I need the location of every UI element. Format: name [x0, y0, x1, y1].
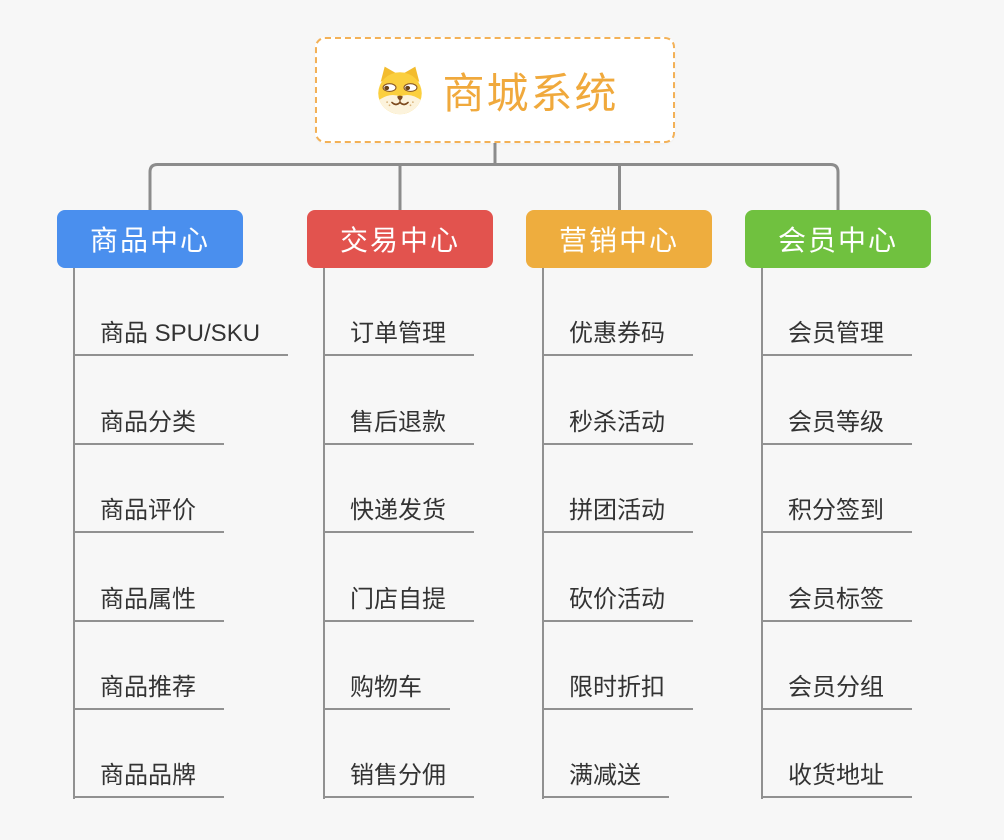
- branch-trunk-line: [542, 268, 544, 799]
- leaf-node[interactable]: 商品推荐: [73, 622, 319, 710]
- leaf-label: 限时折扣: [542, 667, 693, 710]
- leaf-label: 门店自提: [323, 579, 474, 622]
- leaf-label: 满减送: [542, 755, 669, 799]
- branch-header-label: 商品中心: [89, 225, 210, 256]
- dog-face-icon: [378, 66, 423, 115]
- branch-header-label: 会员中心: [777, 225, 898, 256]
- branch-marketing-center: 营销中心 优惠券码 秒杀活动 拼团活动 砍价活动 限时折扣 满减送: [526, 210, 788, 799]
- leaf-label: 销售分佣: [323, 755, 474, 799]
- branch-items: 优惠券码 秒杀活动 拼团活动 砍价活动 限时折扣 满减送: [526, 268, 788, 799]
- branch-items: 商品 SPU/SKU 商品分类 商品评价 商品属性 商品推荐 商品品牌: [57, 268, 319, 799]
- leaf-node[interactable]: 售后退款: [323, 356, 569, 445]
- leaf-node[interactable]: 秒杀活动: [542, 356, 788, 445]
- leaf-label: 会员标签: [761, 579, 912, 622]
- leaf-node[interactable]: 优惠券码: [542, 268, 788, 357]
- branch-trade-center: 交易中心 订单管理 售后退款 快递发货 门店自提 购物车 销售分佣: [307, 210, 569, 799]
- root-node[interactable]: 商城系统: [315, 37, 675, 143]
- leaf-node[interactable]: 会员等级: [761, 356, 1004, 445]
- branch-items: 订单管理 售后退款 快递发货 门店自提 购物车 销售分佣: [307, 268, 569, 799]
- leaf-label: 商品分类: [73, 402, 224, 445]
- leaf-node[interactable]: 购物车: [323, 622, 569, 710]
- leaf-node[interactable]: 砍价活动: [542, 533, 788, 622]
- leaf-label: 拼团活动: [542, 490, 693, 534]
- leaf-label: 会员分组: [761, 667, 912, 710]
- branch-header-trade-center[interactable]: 交易中心: [307, 210, 493, 268]
- leaf-label: 砍价活动: [542, 579, 693, 622]
- leaf-label: 会员管理: [761, 313, 912, 357]
- leaf-node[interactable]: 商品品牌: [73, 710, 319, 799]
- branch-header-label: 营销中心: [558, 225, 679, 256]
- leaf-node[interactable]: 满减送: [542, 710, 788, 799]
- leaf-label: 售后退款: [323, 402, 474, 445]
- branch-header-member-center[interactable]: 会员中心: [745, 210, 931, 268]
- leaf-node[interactable]: 限时折扣: [542, 622, 788, 710]
- leaf-label: 商品品牌: [73, 755, 224, 799]
- branch-header-label: 交易中心: [339, 225, 460, 256]
- leaf-label: 秒杀活动: [542, 402, 693, 445]
- leaf-label: 订单管理: [323, 313, 474, 357]
- leaf-node[interactable]: 销售分佣: [323, 710, 569, 799]
- leaf-node[interactable]: 积分签到: [761, 445, 1004, 534]
- branch-header-marketing-center[interactable]: 营销中心: [526, 210, 712, 268]
- branch-product-center: 商品中心 商品 SPU/SKU 商品分类 商品评价 商品属性 商品推荐 商品品牌: [57, 210, 319, 799]
- root-title: 商城系统: [442, 69, 619, 117]
- leaf-node[interactable]: 商品分类: [73, 356, 319, 445]
- leaf-node[interactable]: 会员管理: [761, 268, 1004, 357]
- leaf-label: 收货地址: [761, 755, 912, 799]
- leaf-node[interactable]: 会员分组: [761, 622, 1004, 710]
- leaf-label: 商品评价: [73, 490, 224, 534]
- leaf-label: 购物车: [323, 667, 450, 710]
- leaf-node[interactable]: 订单管理: [323, 268, 569, 357]
- leaf-label: 会员等级: [761, 402, 912, 445]
- leaf-node[interactable]: 商品 SPU/SKU: [73, 268, 319, 357]
- leaf-label: 商品属性: [73, 579, 224, 622]
- branch-header-product-center[interactable]: 商品中心: [57, 210, 243, 268]
- leaf-node[interactable]: 会员标签: [761, 533, 1004, 622]
- leaf-node[interactable]: 门店自提: [323, 533, 569, 622]
- branch-trunk-line: [761, 268, 763, 799]
- branch-items: 会员管理 会员等级 积分签到 会员标签 会员分组 收货地址: [745, 268, 1004, 799]
- bus-line: [148, 163, 840, 210]
- leaf-label: 优惠券码: [542, 313, 693, 357]
- leaf-label: 积分签到: [761, 490, 912, 534]
- branch-trunk-line: [73, 268, 75, 799]
- leaf-label: 商品推荐: [73, 667, 224, 710]
- leaf-node[interactable]: 拼团活动: [542, 445, 788, 534]
- leaf-node[interactable]: 商品属性: [73, 533, 319, 622]
- branch-member-center: 会员中心 会员管理 会员等级 积分签到 会员标签 会员分组 收货地址: [745, 210, 1004, 799]
- branch-trunk-line: [323, 268, 325, 799]
- leaf-node[interactable]: 商品评价: [73, 445, 319, 534]
- leaf-label: 商品 SPU/SKU: [73, 313, 289, 357]
- leaf-node[interactable]: 快递发货: [323, 445, 569, 534]
- leaf-label: 快递发货: [323, 490, 474, 534]
- leaf-node[interactable]: 收货地址: [761, 710, 1004, 799]
